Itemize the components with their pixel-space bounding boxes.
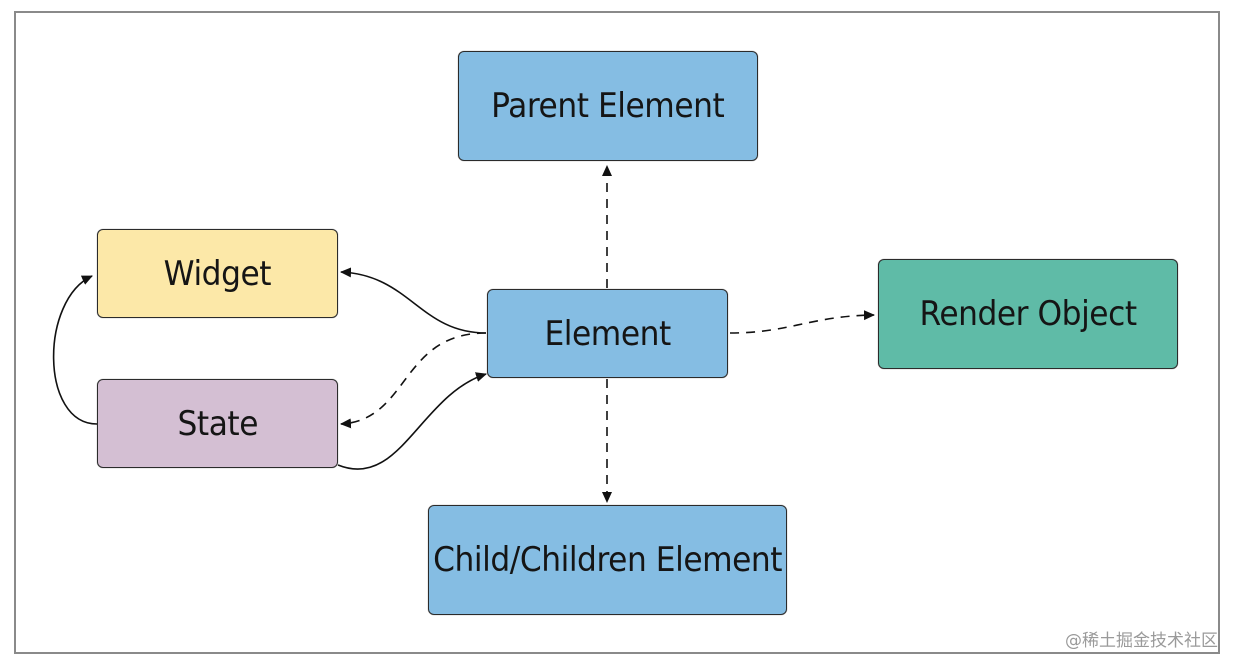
state-label: State	[177, 403, 258, 444]
edge-element-to-state	[340, 332, 487, 429]
state-node: State	[97, 379, 338, 468]
watermark: @稀土掘金技术社区	[1065, 631, 1218, 651]
element-label: Element	[544, 313, 671, 354]
render-object-label: Render Object	[919, 294, 1137, 334]
parent-element-label: Parent Element	[491, 86, 725, 126]
widget-label: Widget	[163, 253, 272, 294]
parent-element-node: Parent Element	[458, 51, 758, 161]
child-element-node: Child/Children Element	[428, 505, 787, 615]
element-node: Element	[487, 289, 728, 378]
edge-state-to-element	[337, 372, 487, 470]
edge-element-to-widget	[340, 267, 487, 334]
widget-node: Widget	[97, 229, 338, 318]
child-element-label: Child/Children Element	[433, 540, 782, 580]
render-object-node: Render Object	[878, 259, 1178, 369]
edge-element-to-render	[729, 310, 875, 334]
edge-state-to-widget	[52, 275, 98, 425]
